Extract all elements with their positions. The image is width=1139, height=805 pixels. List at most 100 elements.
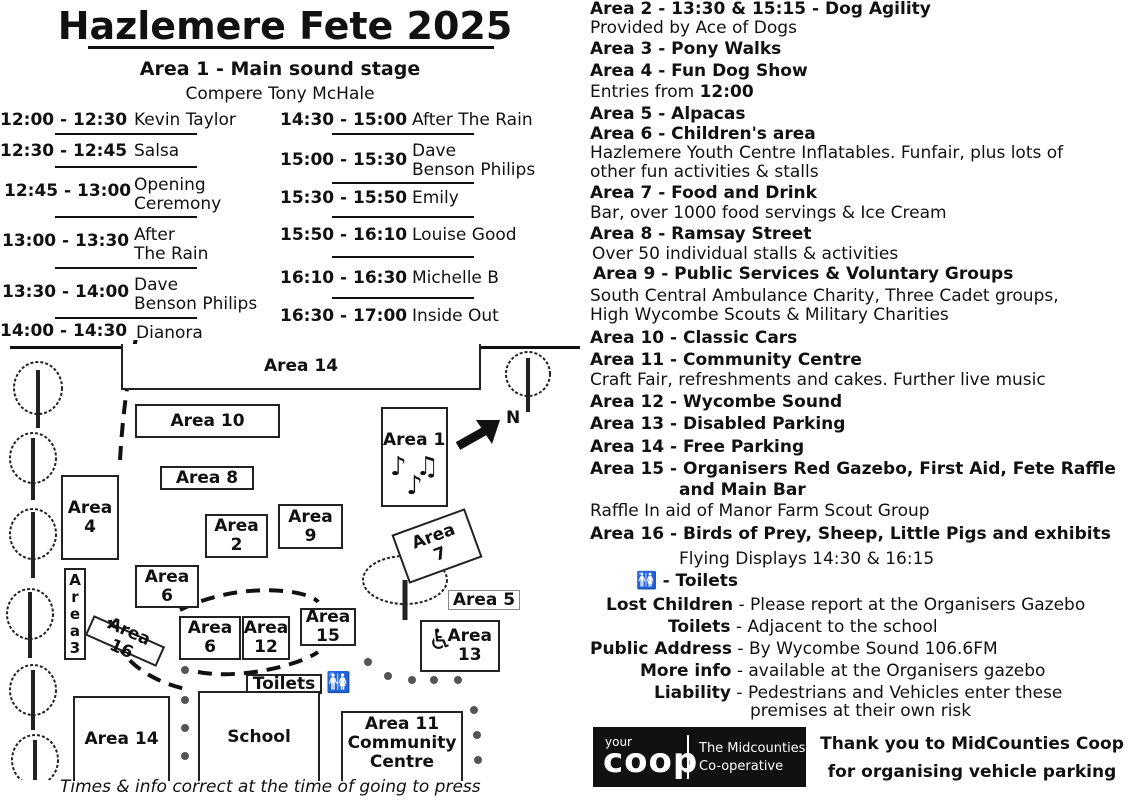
area-13: Area 13 - Disabled Parking bbox=[590, 414, 846, 434]
area-10: Area 10 - Classic Cars bbox=[590, 328, 798, 348]
schedule-rule bbox=[332, 297, 474, 299]
map-area8: Area 8 bbox=[160, 466, 254, 490]
area-9: Area 9 - Public Services & Voluntary Gro… bbox=[593, 264, 1014, 284]
area-14: Area 14 - Free Parking bbox=[590, 437, 805, 457]
pedestrian-icon bbox=[181, 658, 482, 764]
toilet-icon: 🚻 bbox=[636, 571, 658, 591]
coop-logo: your coop The Midcounties Co-operative bbox=[593, 727, 806, 787]
info-liability: Liability - Pedestrians and Vehicles ent… bbox=[654, 683, 1063, 703]
map-area10: Area 10 bbox=[135, 404, 280, 438]
schedule-act: Michelle B bbox=[412, 268, 499, 288]
area-4: Area 4 - Fun Dog Show bbox=[590, 61, 808, 81]
schedule-rule bbox=[55, 267, 197, 269]
schedule-time: 15:50 - 16:10 bbox=[280, 225, 408, 245]
map-area6: Area 6 bbox=[135, 565, 199, 608]
area-9-desc: South Central Ambulance Charity, Three C… bbox=[590, 286, 1059, 306]
info-public-address: Public Address - By Wycombe Sound 106.6F… bbox=[590, 639, 998, 659]
area-15: Area 15 - Organisers Red Gazebo, First A… bbox=[590, 459, 1116, 479]
map-area9: Area 9 bbox=[278, 504, 343, 549]
schedule-rule bbox=[332, 256, 474, 258]
schedule-time: 13:00 - 13:30 bbox=[2, 231, 130, 251]
area-7: Area 7 - Food and Drink bbox=[590, 183, 817, 203]
map-area11: Area 11 Community Centre bbox=[341, 711, 463, 781]
area-15-desc: Raffle In aid of Manor Farm Scout Group bbox=[590, 501, 930, 521]
page-title: Hazlemere Fete 2025 bbox=[57, 4, 513, 48]
schedule-act: Dianora bbox=[136, 323, 203, 343]
tree-icon bbox=[505, 351, 551, 412]
area-7-desc: Bar, over 1000 food servings & Ice Cream bbox=[590, 203, 947, 223]
area-9-desc2: High Wycombe Scouts & Military Charities bbox=[590, 305, 949, 325]
schedule-time: 12:00 - 12:30 bbox=[0, 110, 128, 130]
dashed-path-bottom bbox=[197, 650, 320, 677]
area-12: Area 12 - Wycombe Sound bbox=[590, 392, 843, 412]
schedule-time: 16:10 - 16:30 bbox=[280, 268, 408, 288]
area-6-desc2: other fun activities & stalls bbox=[590, 162, 819, 182]
schedule-time: 14:00 - 14:30 bbox=[0, 321, 128, 341]
thanks-message: Thank you to MidCounties Coop for organi… bbox=[812, 730, 1132, 786]
schedule-act: Salsa bbox=[134, 141, 180, 161]
area-4-desc: Entries from 12:00 bbox=[590, 82, 754, 102]
schedule-rule bbox=[55, 166, 197, 168]
map-north-label: N bbox=[506, 408, 521, 428]
tree-icon bbox=[11, 734, 59, 780]
area-16: Area 16 - Birds of Prey, Sheep, Little P… bbox=[590, 524, 1111, 544]
area-5: Area 5 - Alpacas bbox=[590, 104, 746, 124]
schedule-act: Inside Out bbox=[412, 306, 499, 326]
schedule-time: 15:30 - 15:50 bbox=[280, 188, 408, 208]
toilets-legend: 🚻 - Toilets bbox=[636, 571, 738, 591]
schedule-act: Dave Benson Philips bbox=[134, 275, 258, 314]
wheelchair-icon: ♿ bbox=[428, 623, 454, 656]
map-area13-label: Area 13 bbox=[447, 626, 492, 665]
schedule-act: Kevin Taylor bbox=[134, 110, 236, 130]
stage-title: Area 1 - Main sound stage bbox=[139, 58, 421, 80]
schedule-rule bbox=[55, 317, 197, 319]
schedule-rule bbox=[332, 182, 474, 184]
area-6: Area 6 - Children's area bbox=[590, 124, 816, 144]
schedule-act: Dave Benson Philips bbox=[412, 141, 536, 180]
schedule-act: Emily bbox=[412, 188, 459, 208]
map-area1-label: Area 1 bbox=[383, 429, 446, 450]
schedule-rule bbox=[55, 216, 197, 218]
tree-icon bbox=[9, 508, 57, 578]
map-area4: Area 4 bbox=[61, 475, 119, 560]
schedule-time: 12:30 - 12:45 bbox=[0, 141, 128, 161]
map-area2: Area 2 bbox=[205, 514, 268, 558]
area-15-cont: and Main Bar bbox=[679, 480, 806, 500]
music-notes-icon: ♪ ♫ ♪ bbox=[390, 451, 439, 501]
schedule-rule bbox=[55, 133, 197, 135]
schedule-act: Louise Good bbox=[412, 225, 517, 245]
map-area5: Area 5 bbox=[448, 590, 520, 610]
toilet-icon: 🚻 bbox=[326, 670, 351, 694]
area-11-desc: Craft Fair, refreshments and cakes. Furt… bbox=[590, 370, 1046, 390]
info-liability-cont: premises at their own risk bbox=[750, 701, 972, 721]
map-area14-top: Area 14 bbox=[121, 344, 481, 390]
area-11: Area 11 - Community Centre bbox=[590, 350, 862, 370]
schedule-rule bbox=[332, 133, 474, 135]
schedule-act: After The Rain bbox=[412, 110, 533, 130]
footnote: Times & info correct at the time of goin… bbox=[60, 777, 481, 797]
schedule-act: After The Rain bbox=[134, 225, 209, 264]
tree-icon bbox=[13, 361, 63, 428]
area-6-desc: Hazlemere Youth Centre Inflatables. Funf… bbox=[590, 143, 1064, 163]
tree-icon bbox=[6, 588, 54, 658]
map-area12: Area 12 bbox=[242, 616, 290, 660]
area-8-desc: Over 50 individual stalls & activities bbox=[592, 244, 899, 264]
thanks-line1: Thank you to MidCounties Coop bbox=[820, 734, 1124, 754]
area-2: Area 2 - 13:30 & 15:15 - Dog Agility bbox=[590, 0, 931, 19]
map-area3: A r e a 3 bbox=[64, 568, 86, 660]
tree-icon bbox=[9, 664, 57, 730]
tree-icon bbox=[9, 432, 57, 500]
info-more-info: More info - available at the Organisers … bbox=[640, 661, 1046, 681]
thanks-line2: for organising vehicle parking bbox=[827, 762, 1117, 782]
map-area13: ♿ Area 13 bbox=[420, 620, 500, 672]
compere: Compere Tony McHale bbox=[185, 84, 375, 104]
info-lost-children: Lost Children - Please report at the Org… bbox=[606, 595, 1086, 615]
area-8: Area 8 - Ramsay Street bbox=[590, 224, 812, 244]
area-2-desc: Provided by Ace of Dogs bbox=[590, 18, 797, 38]
schedule-time: 14:30 - 15:00 bbox=[280, 110, 408, 130]
schedule-act: Opening Ceremony bbox=[134, 175, 222, 214]
north-arrow-head bbox=[476, 420, 500, 444]
area-16-desc: Flying Displays 14:30 & 16:15 bbox=[679, 549, 935, 569]
schedule-rule bbox=[332, 216, 474, 218]
schedule-time: 13:30 - 14:00 bbox=[2, 282, 130, 302]
